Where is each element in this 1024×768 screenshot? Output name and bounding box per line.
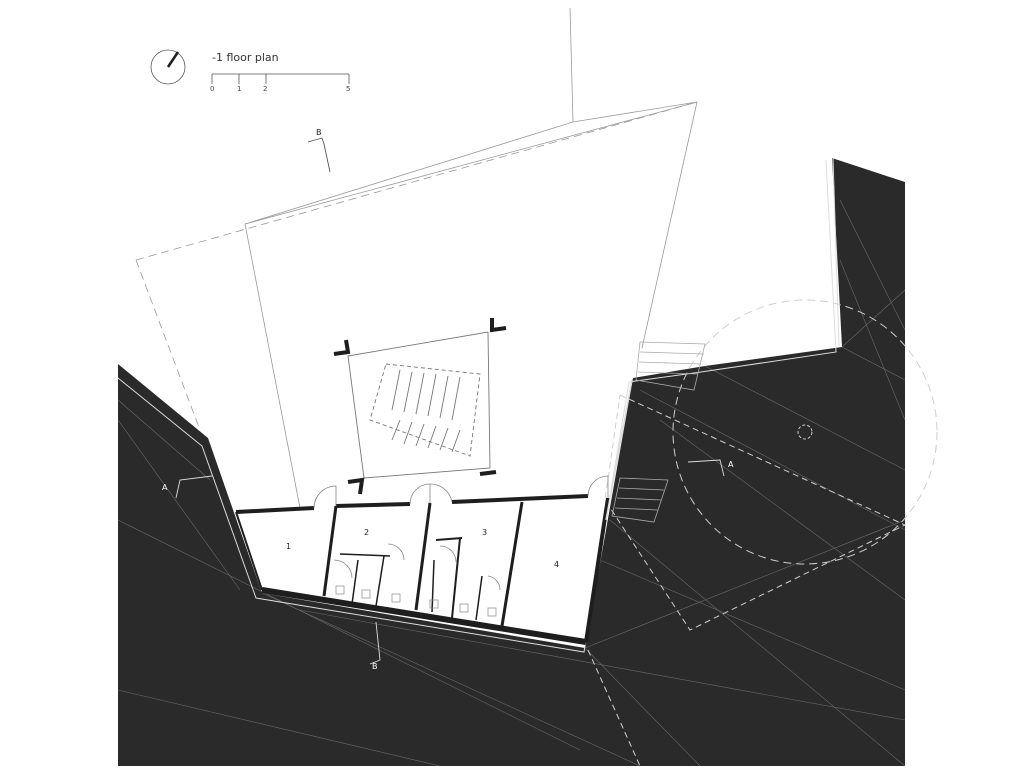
terrain-hatching <box>117 199 906 767</box>
scale-label-5: 5 <box>346 85 351 93</box>
stair-core <box>347 331 491 479</box>
scale-label-1: 1 <box>237 85 242 93</box>
section-label-b-bottom: B <box>372 662 378 671</box>
room-label-3: 3 <box>482 528 488 537</box>
exterior-steps <box>611 341 706 523</box>
north-arrow-icon <box>150 49 186 85</box>
right-retaining-wall <box>605 379 633 521</box>
dashed-radius-circle <box>672 299 938 565</box>
dashed-overhang-side <box>135 259 201 431</box>
exterior-walls <box>235 494 610 645</box>
dashed-line-low <box>587 649 641 767</box>
scale-label-2: 2 <box>263 85 268 93</box>
section-label-b-top: B <box>316 128 322 137</box>
section-label-a-left: A <box>162 483 168 492</box>
room-label-1: 1 <box>286 542 292 551</box>
stair-corner-posts <box>333 318 507 495</box>
room-label-4: 4 <box>554 560 560 569</box>
plan-title: -1 floor plan <box>212 51 279 64</box>
center-marker <box>797 424 813 440</box>
interior-walls <box>322 501 524 627</box>
door-swings <box>313 475 609 591</box>
upper-outlines <box>244 7 698 509</box>
fixtures <box>335 585 497 617</box>
section-markers <box>175 137 725 665</box>
scale-label-0: 0 <box>210 85 215 93</box>
scale-bar <box>211 73 350 84</box>
section-label-a-right: A <box>728 460 734 469</box>
dashed-boundary-lower <box>604 394 907 631</box>
terrain-left <box>118 158 905 766</box>
dashed-overhang <box>135 101 698 261</box>
room-label-2: 2 <box>364 528 370 537</box>
